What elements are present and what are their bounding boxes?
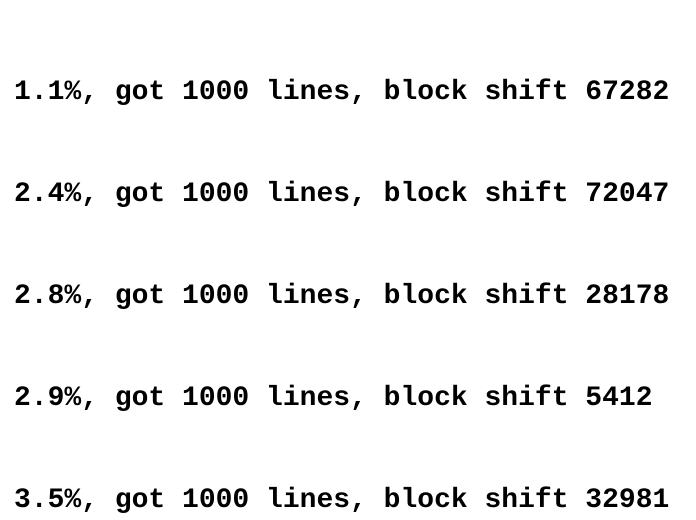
console-output-line: 2.9%, got 1000 lines, block shift 5412 [14, 383, 653, 414]
console-output-line: 3.5%, got 1000 lines, block shift 32981 [14, 485, 670, 516]
console-output-line: 2.8%, got 1000 lines, block shift 28178 [14, 281, 670, 312]
console-output-line: 2.4%, got 1000 lines, block shift 72047 [14, 179, 670, 210]
console-output-line: 1.1%, got 1000 lines, block shift 67282 [14, 77, 670, 108]
